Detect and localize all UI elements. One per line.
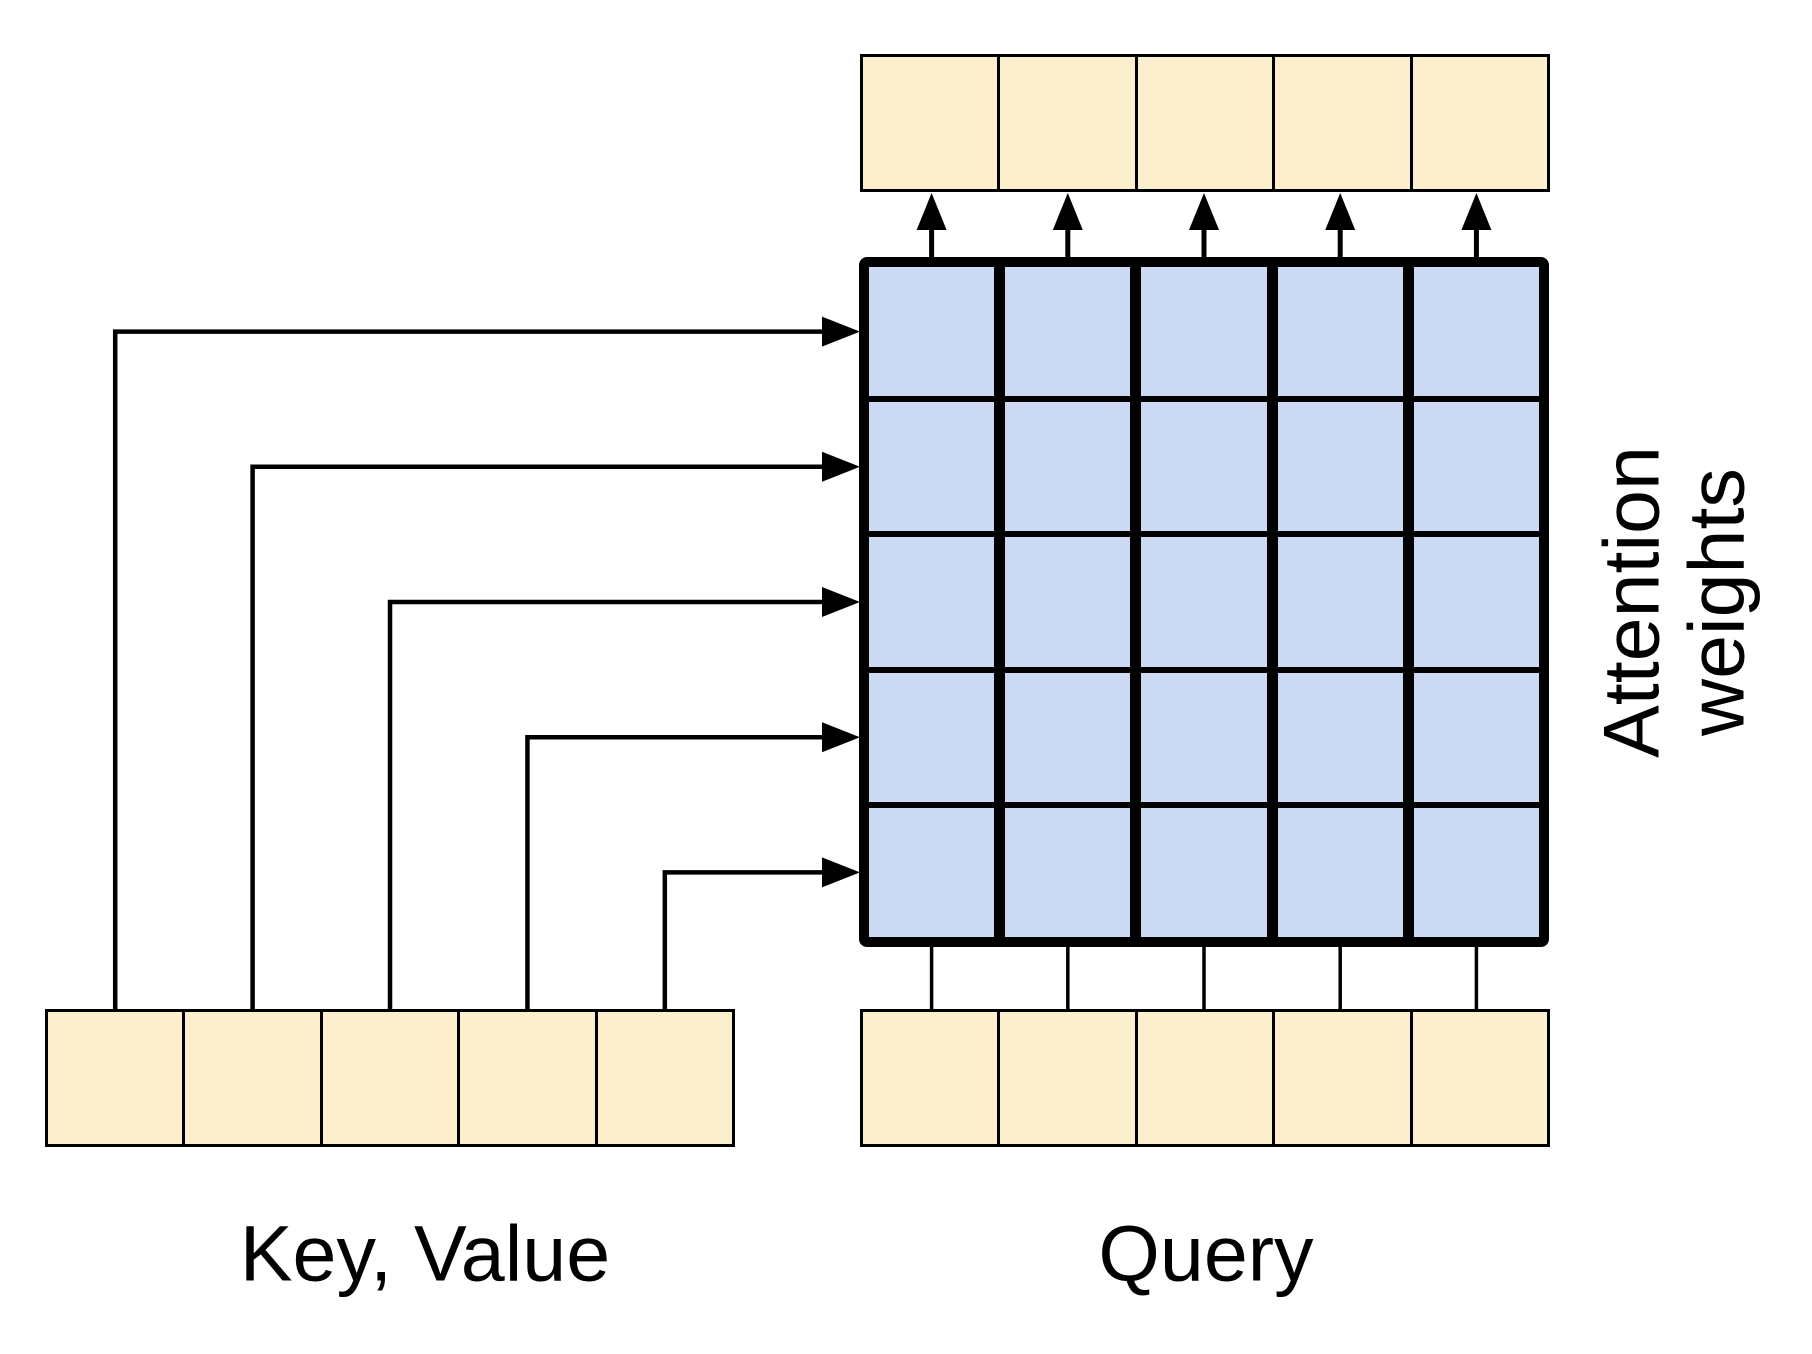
key-value-cell — [460, 1012, 598, 1144]
matrix-cell — [1141, 537, 1267, 673]
attention-weights-matrix — [859, 257, 1549, 947]
query-row — [860, 1009, 1550, 1147]
matrix-to-output-arrowhead — [1325, 193, 1356, 230]
key-value-to-matrix-arrowhead — [822, 722, 860, 753]
attention-weights-line2: weights — [1672, 468, 1761, 736]
query-label: Query — [1098, 1208, 1314, 1298]
matrix-cell — [1141, 672, 1267, 808]
key-value-to-matrix-arrow-line — [525, 734, 825, 1010]
query-cell — [1275, 1012, 1413, 1144]
matrix-column — [1005, 267, 1142, 938]
output-cell — [863, 57, 1001, 189]
query-cell — [1000, 1012, 1138, 1144]
output-row — [860, 54, 1550, 192]
matrix-cell — [1413, 267, 1540, 403]
key-value-cell — [185, 1012, 323, 1144]
query-cell — [863, 1012, 1001, 1144]
matrix-cell — [1277, 402, 1403, 538]
output-cell — [1275, 57, 1413, 189]
matrix-column — [1413, 267, 1540, 938]
matrix-cell — [1277, 807, 1403, 938]
key-value-to-matrix-arrow-line — [662, 870, 825, 1010]
matrix-to-output-arrowhead — [1052, 193, 1083, 230]
matrix-cell — [1005, 267, 1131, 403]
key-value-to-matrix-arrow-line — [112, 329, 825, 1010]
matrix-cell — [1141, 267, 1267, 403]
matrix-cell — [869, 267, 995, 403]
key-value-cell — [48, 1012, 186, 1144]
matrix-cell — [1413, 402, 1540, 538]
key-value-to-matrix-arrowhead — [822, 587, 860, 618]
matrix-cell — [1141, 402, 1267, 538]
key-value-to-matrix-arrow-line — [250, 464, 825, 1010]
matrix-cell — [869, 807, 995, 938]
key-value-cell — [597, 1012, 733, 1144]
key-value-to-matrix-arrowhead — [822, 451, 860, 482]
key-value-row — [45, 1009, 735, 1147]
matrix-cell — [1277, 537, 1403, 673]
matrix-cell — [1141, 807, 1267, 938]
matrix-cell — [1005, 672, 1131, 808]
key-value-to-matrix-arrowhead — [822, 857, 860, 888]
matrix-column — [869, 267, 1006, 938]
matrix-cell — [1005, 402, 1131, 538]
key-value-label: Key, Value — [239, 1208, 611, 1298]
query-cell — [1137, 1012, 1276, 1144]
matrix-to-output-arrowhead — [916, 193, 947, 230]
matrix-cell — [869, 402, 995, 538]
query-cell — [1412, 1012, 1548, 1144]
matrix-to-output-arrowhead — [1461, 193, 1492, 230]
matrix-cell — [869, 537, 995, 673]
matrix-cell — [869, 672, 995, 808]
matrix-cell — [1277, 672, 1403, 808]
matrix-cell — [1277, 267, 1403, 403]
output-cell — [1412, 57, 1548, 189]
matrix-column — [1141, 267, 1278, 938]
matrix-column — [1277, 267, 1414, 938]
key-value-to-matrix-arrow-line — [387, 599, 825, 1010]
attention-weights-label: Attention weights — [1586, 446, 1761, 758]
key-value-to-matrix-arrowhead — [822, 316, 860, 347]
output-cell — [1000, 57, 1138, 189]
matrix-cell — [1413, 807, 1540, 938]
attention-weights-line1: Attention — [1586, 446, 1676, 758]
matrix-to-output-arrowhead — [1189, 193, 1220, 230]
key-value-cell — [322, 1012, 461, 1144]
matrix-cell — [1005, 807, 1131, 938]
matrix-cell — [1005, 537, 1131, 673]
matrix-cell — [1413, 537, 1540, 673]
matrix-cell — [1413, 672, 1540, 808]
output-cell — [1137, 57, 1276, 189]
